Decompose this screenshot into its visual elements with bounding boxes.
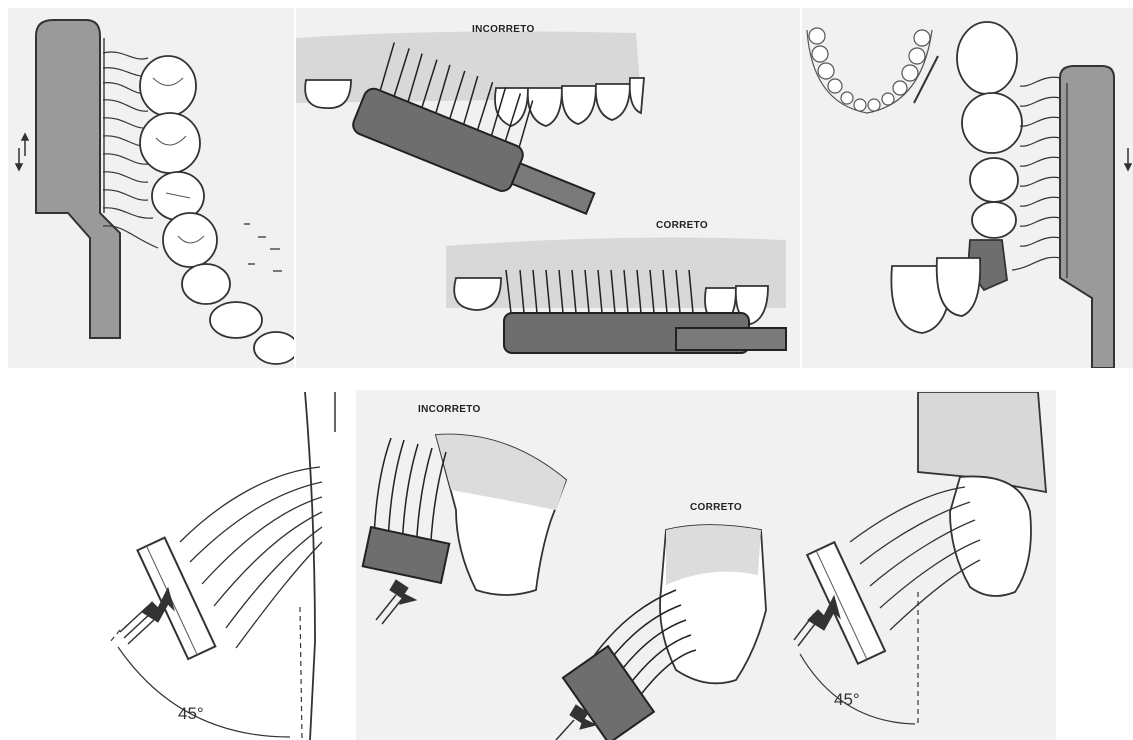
brush-head-right bbox=[807, 542, 885, 663]
push-arrow-right-icon bbox=[794, 596, 840, 646]
incorrect-brush-handle bbox=[512, 163, 594, 213]
toothbrush-handle-right bbox=[1060, 66, 1114, 368]
brush-head-correct bbox=[563, 646, 654, 740]
brush-head-45 bbox=[137, 538, 215, 659]
brush-on-upper-molars-illustration bbox=[802, 8, 1133, 368]
correct-brush-handle bbox=[676, 328, 786, 350]
horizontal-brushing-illustration bbox=[296, 8, 800, 368]
bottom-incorrect-label: INCORRETO bbox=[418, 404, 481, 415]
top-incorrect-label: INCORRETO bbox=[472, 24, 535, 35]
up-down-arrows-icon bbox=[16, 134, 28, 170]
tooth-right bbox=[950, 476, 1031, 596]
angle-label-left: 45° bbox=[178, 704, 204, 724]
push-arrow-incorrect-icon bbox=[376, 580, 416, 624]
brush-angle-45-right-illustration bbox=[790, 392, 1056, 740]
panel-bottom-left: 45° bbox=[90, 392, 346, 740]
top-correct-label: CORRETO bbox=[656, 220, 708, 231]
panel-top-right bbox=[802, 8, 1133, 368]
angle-label-right: 45° bbox=[834, 690, 860, 710]
panel-top-left bbox=[8, 8, 294, 368]
angle-arc bbox=[118, 647, 290, 737]
brush-bristles-right bbox=[1012, 77, 1060, 270]
dental-arch-diagram bbox=[807, 28, 938, 113]
panel-top-center: INCORRETO CORRETO bbox=[296, 8, 800, 368]
tooth-outline bbox=[305, 392, 315, 740]
brush-head-incorrect bbox=[363, 527, 450, 583]
upper-molars bbox=[957, 22, 1022, 290]
bottom-correct-label: CORRETO bbox=[690, 502, 742, 513]
brush-on-molars-illustration bbox=[8, 8, 294, 368]
panel-bottom-right: 45° bbox=[790, 392, 1056, 740]
brush-angle-45-illustration bbox=[90, 392, 346, 740]
up-down-arrows-icon-right bbox=[1125, 148, 1131, 170]
lower-molars bbox=[140, 56, 294, 364]
push-arrow-icon bbox=[120, 588, 174, 644]
